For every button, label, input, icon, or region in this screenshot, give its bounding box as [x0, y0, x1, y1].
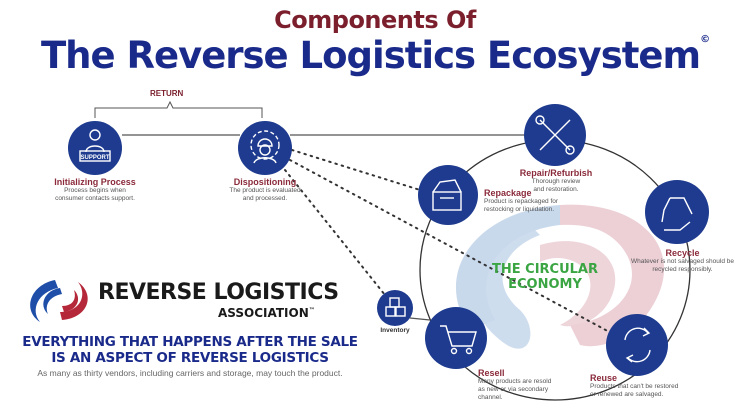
node-desc: and restoration.: [533, 186, 579, 193]
node-title: Repair/Refurbish: [519, 168, 593, 178]
node-desc: consumer contacts support.: [55, 195, 135, 202]
label-reuse: Reuse Products that can't be restored or…: [590, 373, 700, 399]
node-desc: or renewed are salvaged.: [590, 391, 664, 398]
node-title: Dispositioning: [233, 177, 297, 187]
support-agent-icon: SUPPORT: [79, 129, 111, 162]
node-desc: Products that can't be restored: [590, 383, 679, 390]
svg-text:SUPPORT: SUPPORT: [80, 155, 109, 161]
label-resell: Resell Many products are resold as new o…: [478, 368, 568, 402]
circular-economy-label: THE CIRCULAR ECONOMY: [485, 262, 605, 292]
node-title: Repackage: [484, 188, 532, 198]
copyright-mark: ©: [700, 34, 710, 45]
node-desc: as new or via secondary: [478, 386, 549, 393]
node-repackage[interactable]: [418, 165, 478, 225]
node-resell[interactable]: [425, 307, 487, 369]
subtitle: Components Of: [274, 6, 476, 34]
return-label: RETURN: [150, 89, 184, 98]
node-desc: Whatever is not salvaged should be: [631, 258, 734, 265]
node-desc: and processed.: [242, 195, 288, 202]
node-desc: Product is repackaged for: [484, 198, 559, 205]
label-initializing: Initializing Process Process begins when…: [45, 177, 145, 203]
economy-line1: THE CIRCULAR: [492, 262, 598, 277]
node-desc: Thorough review: [531, 178, 581, 185]
node-title: Reuse: [590, 373, 618, 383]
box-icon: [432, 179, 462, 211]
node-reuse[interactable]: [606, 314, 668, 376]
label-inventory: Inventory: [370, 327, 420, 335]
label-recycle: Recycle Whatever is not salvaged should …: [625, 248, 740, 274]
recycle-icon: [661, 197, 693, 231]
node-dispositioning[interactable]: [238, 121, 292, 175]
node-desc: restocking or liquidation.: [484, 206, 555, 213]
page-title: The Reverse Logistics Ecosystem©: [0, 34, 750, 77]
node-title: Initializing Process: [54, 177, 136, 187]
tagline-line2: IS AN ASPECT OF REVERSE LOGISTICS: [51, 350, 329, 366]
node-desc: The product is evaluated: [229, 187, 301, 194]
node-desc: recycled responsibly.: [652, 266, 713, 273]
cubes-icon: [385, 297, 406, 317]
trademark-mark: ™: [308, 307, 315, 314]
shopping-cart-icon: [440, 325, 477, 355]
wrench-screwdriver-icon: [535, 115, 575, 155]
cycle-arrows-icon: [624, 327, 651, 363]
association-name: REVERSE LOGISTICS: [98, 280, 339, 305]
rla-logo-icon: [30, 280, 88, 322]
node-title: Resell: [478, 368, 505, 378]
connector-line: [409, 317, 431, 321]
association-word: ASSOCIATION: [218, 306, 309, 320]
node-title: Recycle: [665, 248, 700, 258]
title-text: The Reverse Logistics Ecosystem: [40, 34, 701, 77]
economy-line2: ECONOMY: [508, 277, 582, 292]
tagline: EVERYTHING THAT HAPPENS AFTER THE SALE I…: [0, 334, 380, 366]
tagline-line1: EVERYTHING THAT HAPPENS AFTER THE SALE: [22, 334, 358, 350]
dotted-paths: [284, 149, 616, 336]
node-desc: channel.: [478, 394, 503, 401]
return-bracket: [94, 100, 263, 118]
node-recycle[interactable]: [645, 180, 709, 244]
node-title: Inventory: [380, 327, 410, 334]
node-desc: Many products are resold: [478, 378, 552, 385]
circular-economy-swirl: [455, 204, 665, 349]
association-sub: ASSOCIATION™: [218, 306, 315, 320]
node-desc: Process begins when: [64, 187, 126, 194]
label-dispositioning: Dispositioning The product is evaluated …: [215, 177, 315, 203]
label-repair: Repair/Refurbish Thorough review and res…: [510, 168, 602, 194]
label-repackage: Repackage Product is repackaged for rest…: [484, 188, 584, 214]
engineer-gear-icon: [250, 130, 280, 164]
node-initializing[interactable]: [68, 121, 122, 175]
tagline-note: As many as thirty vendors, including car…: [37, 368, 343, 378]
